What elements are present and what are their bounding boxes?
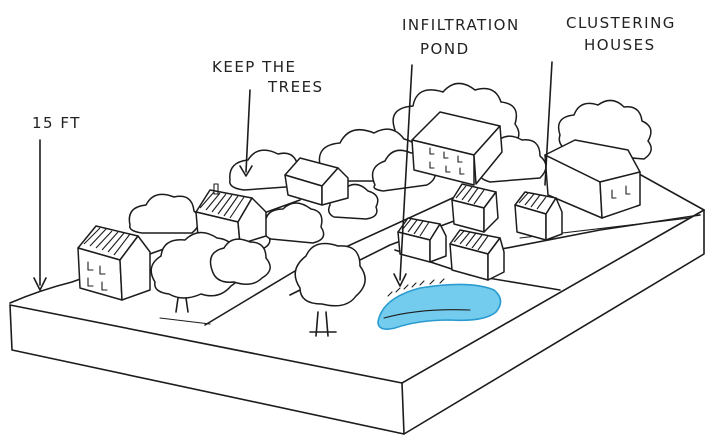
house-cluster-2 (515, 192, 562, 240)
house-cluster-4 (450, 230, 504, 280)
infiltration-pond (378, 279, 501, 329)
house-cluster-3 (398, 218, 446, 262)
house-cluster-1 (452, 184, 498, 232)
cluster-label-line2: HOUSES (584, 36, 656, 54)
keep-trees-label-line1: KEEP THE (212, 58, 297, 76)
height-label: 15 FT (32, 114, 81, 132)
keep-trees-label-line2: TREES (267, 78, 324, 96)
cluster-label-line1: CLUSTERING (566, 14, 676, 32)
house-front-left (78, 226, 150, 300)
pond-label-line2: POND (420, 40, 470, 58)
pond-label-line1: INFILTRATION (402, 16, 520, 34)
